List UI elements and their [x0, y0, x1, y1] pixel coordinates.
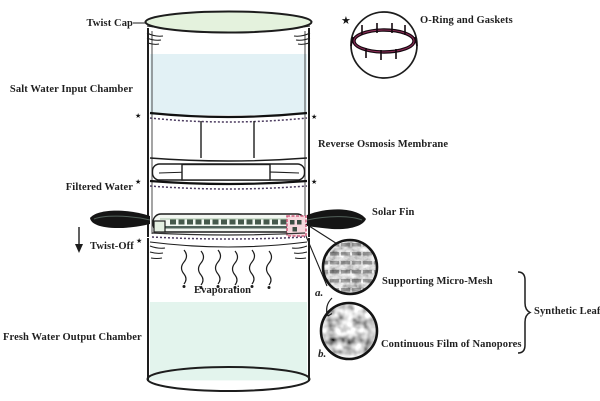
strip-end-port — [153, 220, 166, 233]
zoom-highlight-box — [286, 215, 307, 237]
solar-fin-wings — [90, 209, 366, 230]
evaporation-squiggles — [180, 249, 273, 289]
bottom-ellipse — [146, 366, 311, 392]
marker-a: a. — [315, 287, 324, 299]
label-fresh-water-output-chamber: Fresh Water Output Chamber — [3, 332, 142, 343]
svg-text:★: ★ — [311, 113, 317, 121]
cylinder-walls — [147, 28, 310, 381]
twist-off-arrow — [75, 227, 83, 253]
label-synthetic-leaf: Synthetic Leaf — [534, 306, 600, 317]
cap-thread-lines — [146, 32, 311, 45]
label-continuous-film-of-nanopores: Continuous Film of Nanopores — [381, 339, 522, 350]
svg-text:★: ★ — [311, 178, 317, 186]
o-ring-legend — [350, 11, 418, 79]
svg-text:★: ★ — [135, 178, 141, 186]
gasket-seam-top — [149, 111, 308, 123]
salt-water-fill — [150, 54, 307, 115]
nanopore-micrograph — [319, 301, 379, 361]
reverse-osmosis-cartridge — [149, 121, 308, 181]
label-twist-off: Twist-Off — [90, 241, 134, 252]
synthetic-leaf-brace — [517, 271, 532, 354]
gasket-seam-twist-off — [151, 232, 306, 240]
gasket-ticks — [350, 23, 418, 60]
label-salt-water-input-chamber: Salt Water Input Chamber — [9, 84, 133, 95]
synthetic-leaf-strip — [152, 213, 307, 237]
label-reverse-osmosis-membrane: Reverse Osmosis Membrane — [318, 139, 449, 150]
label-o-ring-and-gaskets: O-Ring and Gaskets — [420, 15, 513, 26]
micro-mesh-squares — [170, 219, 287, 225]
lower-chamber-threads — [149, 241, 308, 259]
label-evaporation: Evaporation — [194, 285, 252, 296]
svg-text:★: ★ — [135, 112, 141, 120]
twist-cap-rim — [146, 25, 311, 34]
gasket-seam-middle — [149, 179, 308, 190]
label-filtered-water: Filtered Water — [65, 182, 133, 193]
micro-mesh-micrograph — [321, 238, 379, 296]
gasket-star-markers: ★ ★ ★ ★ ★ — [135, 112, 317, 245]
svg-text:★: ★ — [136, 237, 142, 245]
label-supporting-micro-mesh: Supporting Micro-Mesh — [382, 276, 493, 287]
a-to-b-arrow — [325, 297, 333, 317]
star-legend-icon: ★ — [341, 15, 351, 27]
label-solar-fin: Solar Fin — [372, 207, 415, 218]
label-twist-cap: Twist Cap — [86, 18, 133, 29]
marker-b: b. — [318, 348, 327, 360]
